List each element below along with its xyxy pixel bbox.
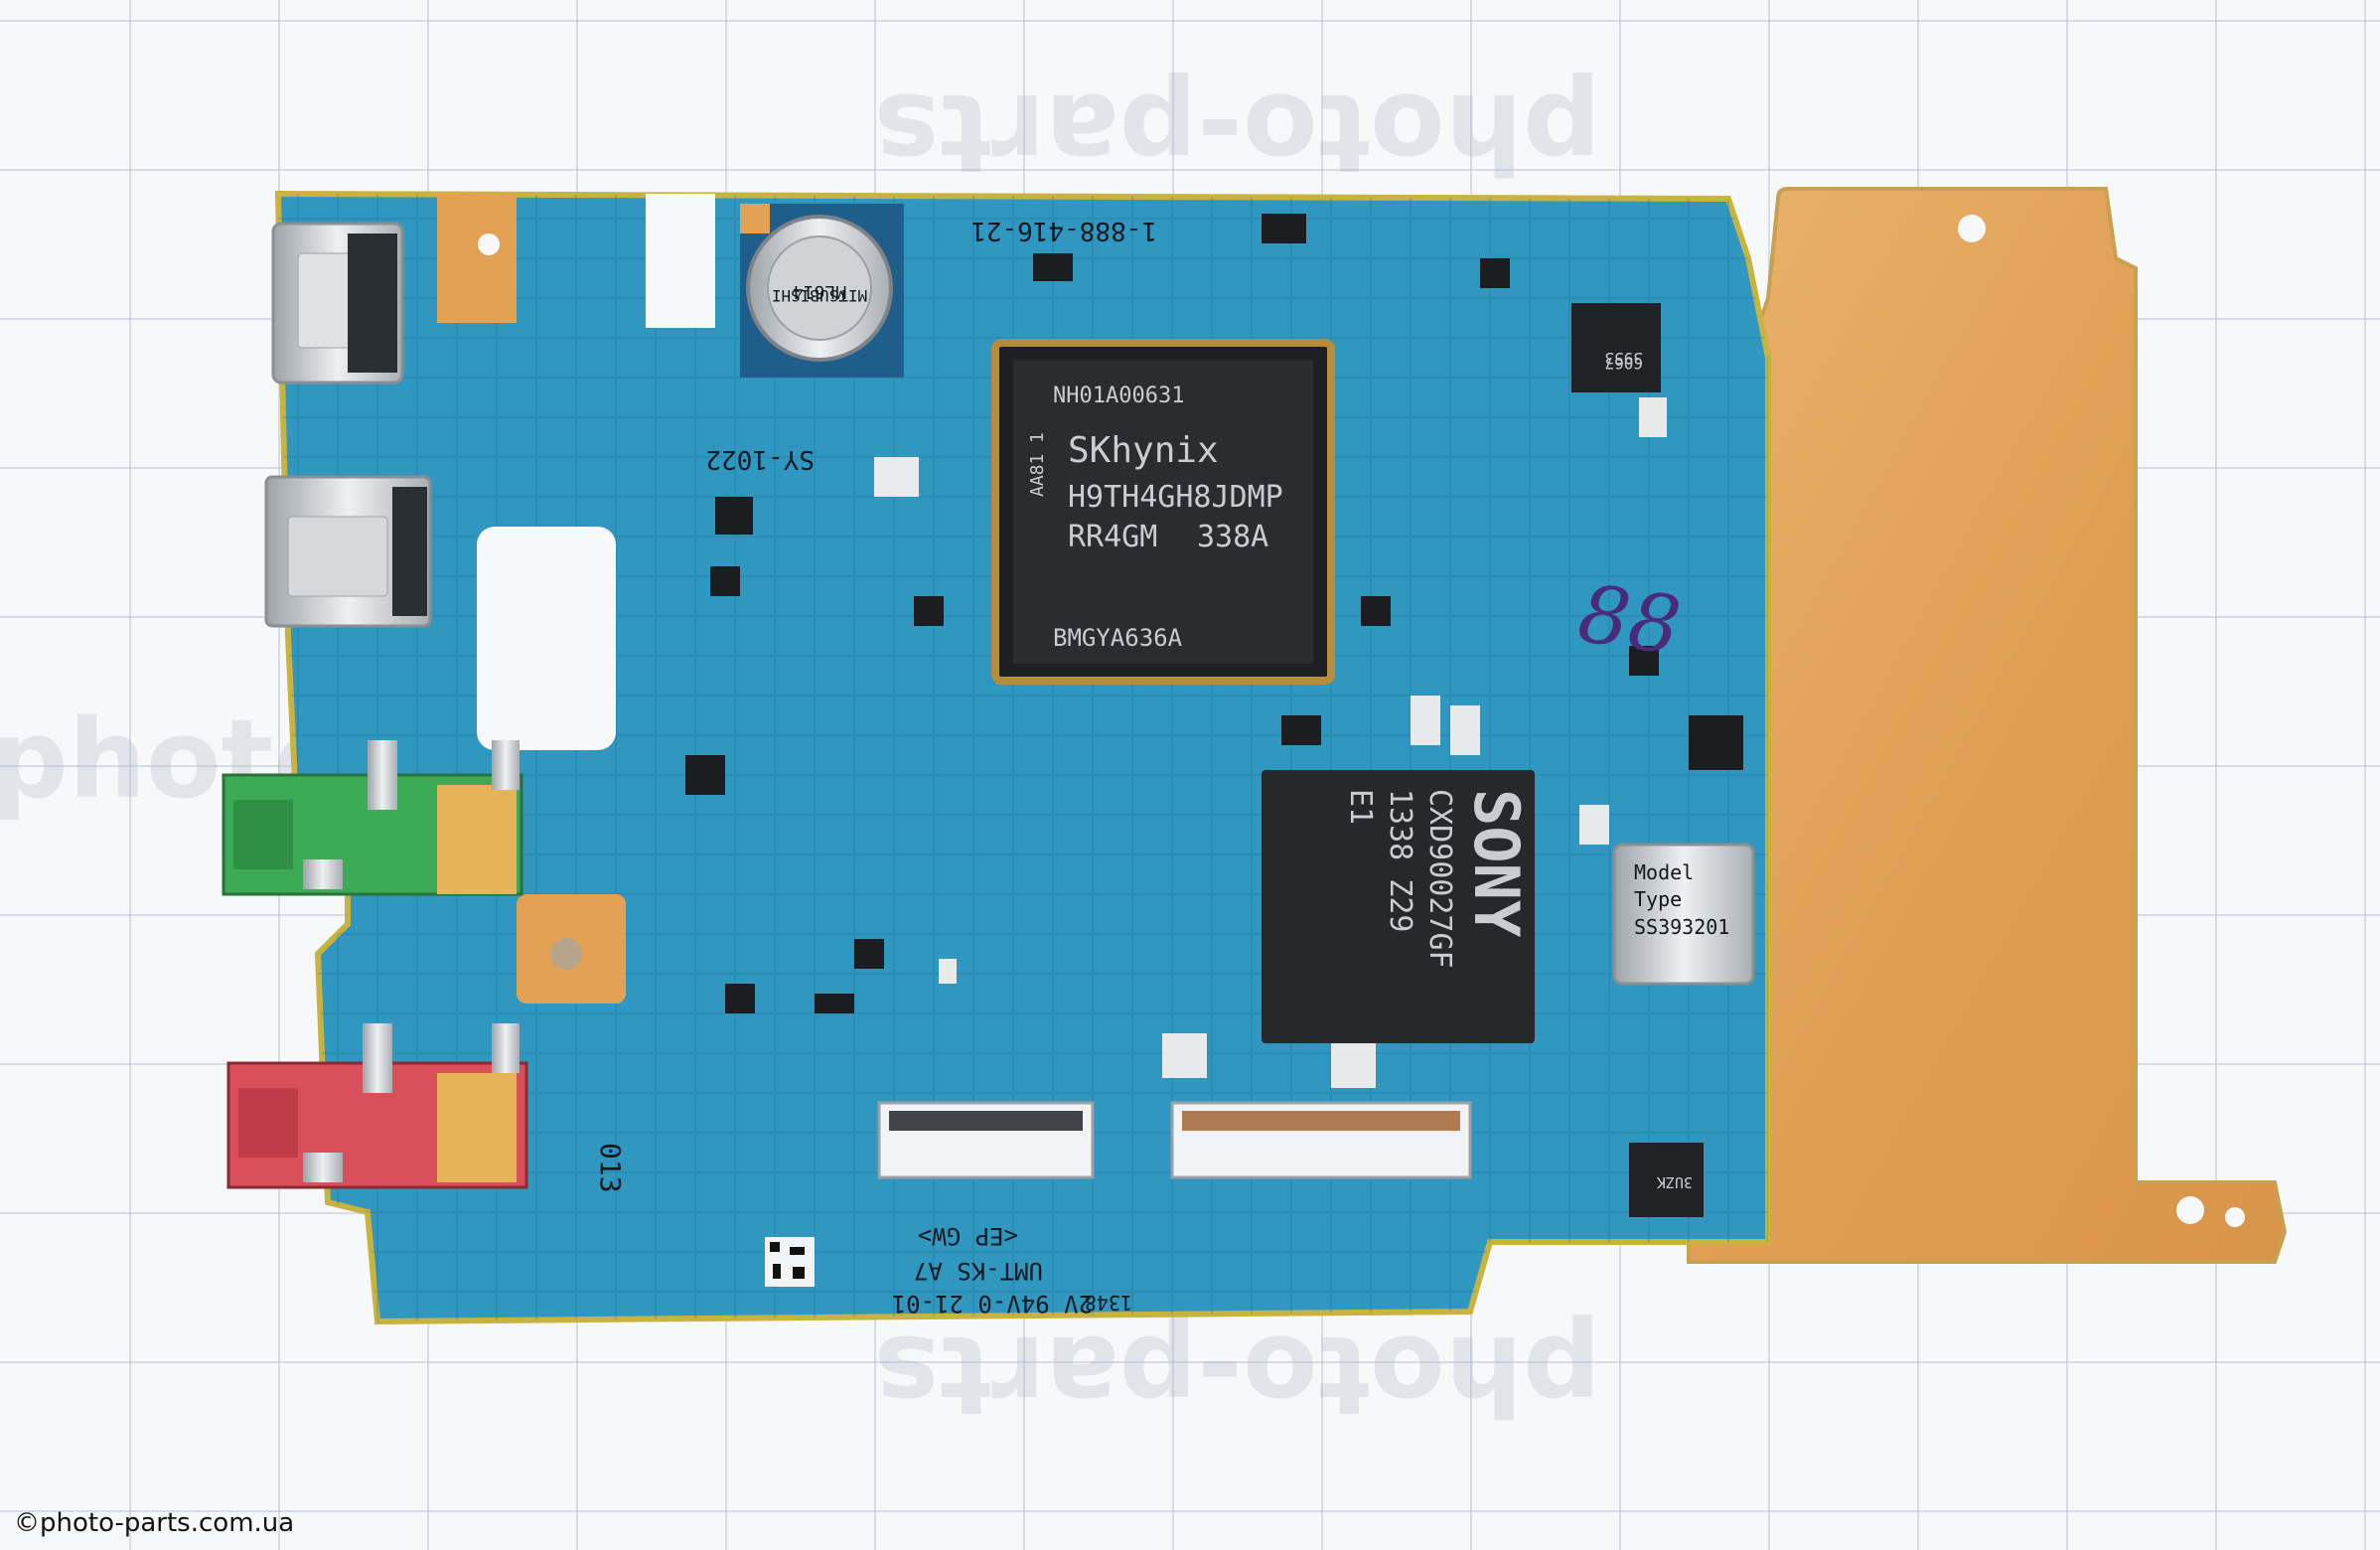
handwritten-mark: 88 — [1573, 567, 1687, 673]
ram-lot: BMGYA636A — [1053, 624, 1183, 652]
ram-side: AA81 1 — [1027, 432, 1048, 497]
smd-components — [685, 214, 1743, 1088]
battery-brand: MITSUBISHI — [772, 286, 867, 305]
small-chip-1-line1: 3953 — [1604, 349, 1643, 368]
gold-shield-plate — [1687, 187, 2288, 1264]
battery-model: ML614 — [793, 281, 846, 302]
silk-date: 1348 — [1085, 1291, 1132, 1315]
coin-battery: MITSUBISHI ML614 — [740, 204, 904, 378]
silk-part-number: 1-888-416-21 — [970, 216, 1157, 245]
wifi-line2: Type — [1634, 887, 1682, 911]
processor-code: 1338 Z29 — [1383, 789, 1417, 933]
silk-013: 013 — [594, 1143, 627, 1193]
wifi-module: Model Type SS393201 — [1612, 843, 1755, 986]
processor-part: CXD90027GF — [1422, 789, 1457, 969]
silk-umt: UMT-KS A7 — [914, 1257, 1043, 1285]
small-chip-1-line2: C067 — [1604, 354, 1643, 373]
copyright-text: ©photo-parts.com.ua — [14, 1508, 295, 1538]
silk-board-id: SY-1022 — [705, 444, 815, 474]
ram-part: H9TH4GH8JDMP — [1068, 480, 1283, 515]
wifi-line3: SS393201 — [1634, 915, 1729, 939]
small-chip-2-line1: 3UZK — [1657, 1173, 1693, 1191]
silk-ep: <EP GW> — [918, 1222, 1018, 1250]
ram-top-line: NH01A00631 — [1053, 384, 1184, 408]
red-audio-jack — [226, 1023, 528, 1189]
green-audio-jack — [222, 740, 523, 896]
hdmi-connector — [264, 475, 432, 628]
small-chip-1: 3953 C067 — [1571, 303, 1661, 392]
processor-brand: SONY — [1460, 789, 1533, 938]
processor-rev: E1 — [1343, 789, 1378, 825]
processor-chip: SONY CXD90027GF 1338 Z29 E1 — [1262, 770, 1535, 1043]
ram-chip: NH01A00631 SKhynix H9TH4GH8JDMP RR4GM 33… — [991, 339, 1335, 685]
ram-date: 338A — [1197, 520, 1268, 554]
flex-connector-left — [877, 1101, 1095, 1179]
ram-code: RR4GM — [1068, 520, 1157, 554]
flex-connector-right — [1170, 1101, 1472, 1179]
usb-connector — [271, 222, 404, 385]
ram-brand: SKhynix — [1068, 430, 1219, 471]
small-chip-2: 3UZK — [1629, 1143, 1704, 1217]
wifi-line1: Model — [1634, 860, 1694, 884]
silk-rating: 2V 94V-0 21-01 — [892, 1290, 1093, 1318]
